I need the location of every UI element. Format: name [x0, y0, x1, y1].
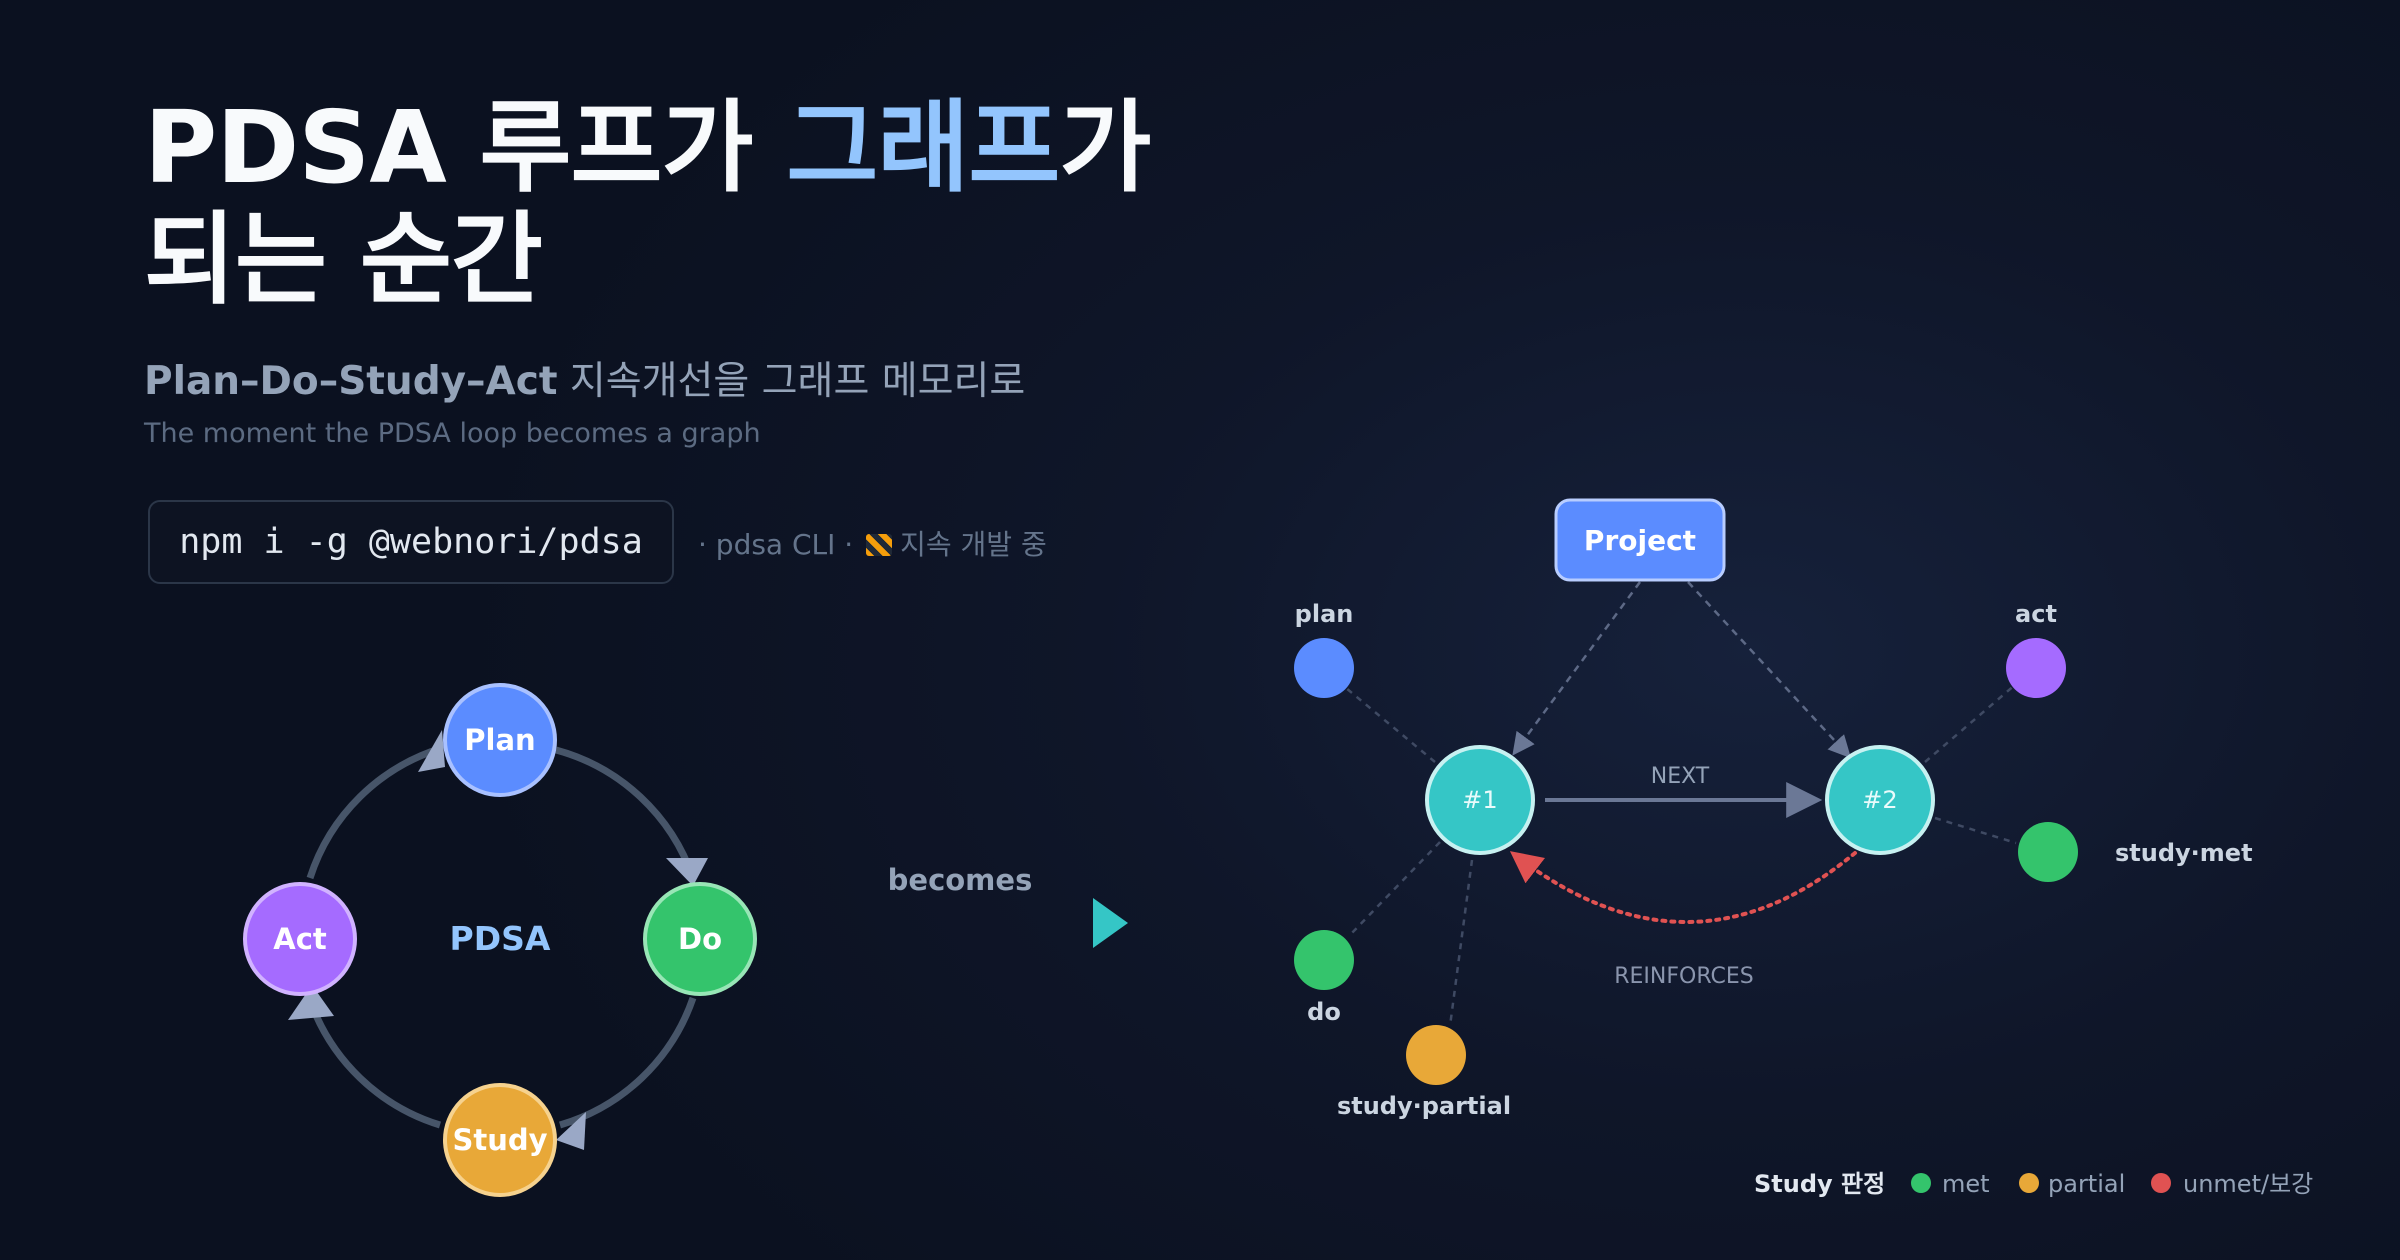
install-note: · pdsa CLI · 지속 개발 중: [698, 523, 1047, 563]
title-highlight: 그래프: [786, 89, 1060, 206]
edge-cycle1-plan: [1345, 687, 1436, 763]
loop-node-do[interactable]: [643, 882, 757, 996]
project-node[interactable]: [1554, 498, 1726, 582]
legend-met-label: met: [1942, 1170, 1990, 1198]
study-met-node[interactable]: [2018, 822, 2078, 882]
title-part2: 가: [1059, 89, 1151, 206]
legend: Study 판정 met partial unmet/보강: [1754, 1170, 2313, 1198]
plan-node-label: plan: [1295, 600, 1354, 628]
install-note-suffix: 지속 개발 중: [900, 528, 1047, 561]
subtitle-en: Plan–Do–Study–Act: [144, 359, 558, 404]
edge-cycle1-do: [1349, 841, 1441, 936]
loop-arc-plan-do: [555, 746, 697, 880]
loop-arc-act-plan: [306, 744, 444, 880]
loop-arrow-act: [288, 985, 334, 1020]
study-met-node-label: study·met: [2115, 839, 2253, 867]
study-partial-node-label: study·partial: [1337, 1092, 1511, 1120]
english-subtitle: The moment the PDSA loop becomes a graph: [144, 418, 761, 449]
plan-node[interactable]: [1294, 638, 1354, 698]
edge-project-cycle2: [1687, 581, 1852, 759]
loop-node-study[interactable]: [443, 1083, 557, 1197]
edge-cycle1-study-partial: [1448, 859, 1474, 1027]
becomes-label: becomes: [888, 863, 1033, 897]
title-part1: PDSA 루프가: [144, 89, 787, 206]
cycle-node-1[interactable]: [1425, 745, 1535, 855]
act-node-label: act: [2015, 600, 2057, 628]
construction-icon: [866, 534, 893, 556]
edge-reinforces: [1509, 851, 1857, 924]
legend-unmet-label: unmet/보강: [2183, 1170, 2313, 1198]
legend-partial-label: partial: [2048, 1170, 2125, 1198]
loop-node-act[interactable]: [243, 882, 357, 996]
install-command-box[interactable]: npm i -g @webnori/pdsa: [148, 500, 674, 584]
subtitle-ko: 지속개선을 그래프 메모리로: [557, 359, 1026, 404]
legend-unmet-dot: [2151, 1173, 2171, 1193]
loop-arrow-plan: [418, 730, 445, 772]
cycle-node-2[interactable]: [1825, 745, 1935, 855]
loop-node-plan[interactable]: [443, 683, 557, 797]
study-partial-node[interactable]: [1406, 1025, 1466, 1085]
edge-project-cycle1: [1512, 581, 1642, 756]
title-line2: 되는 순간: [144, 201, 543, 318]
install-command[interactable]: npm i -g @webnori/pdsa: [179, 522, 643, 562]
cycle-node-1-label: #1: [1462, 786, 1497, 814]
act-node[interactable]: [2006, 638, 2066, 698]
pdsa-graph: NEXT REINFORCES Project #1 #2 plan do st…: [1294, 498, 2253, 1120]
loop-center-label: PDSA: [450, 919, 551, 958]
loop-arrow-study: [556, 1112, 586, 1150]
edge-cycle2-act: [1924, 683, 2017, 763]
do-node-label: do: [1307, 998, 1341, 1026]
project-node-label: Project: [1584, 524, 1696, 557]
pdsa-loop: Plan Do Study Act PDSA: [243, 683, 757, 1197]
page-title: PDSA 루프가 그래프가 되는 순간: [144, 89, 1151, 318]
loop-node-study-label: Study: [452, 1123, 547, 1157]
edge-cycle2-study-met: [1934, 816, 2017, 845]
install-note-prefix: · pdsa CLI ·: [698, 528, 854, 561]
edge-next-label: NEXT: [1651, 764, 1710, 789]
legend-partial-dot: [2019, 1173, 2039, 1193]
loop-arrow-do: [666, 858, 708, 886]
loop-arc-do-study: [559, 996, 697, 1129]
loop-node-plan-label: Plan: [464, 723, 535, 757]
edge-reinforces-label: REINFORCES: [1614, 964, 1754, 989]
legend-title: Study 판정: [1754, 1170, 1885, 1198]
play-arrow-icon: [1093, 898, 1128, 948]
loop-node-do-label: Do: [678, 922, 722, 956]
loop-node-act-label: Act: [273, 922, 327, 956]
subtitle: Plan–Do–Study–Act 지속개선을 그래프 메모리로: [144, 350, 1025, 406]
do-node[interactable]: [1294, 930, 1354, 990]
legend-met-dot: [1911, 1173, 1931, 1193]
loop-arc-study-act: [306, 998, 442, 1129]
cycle-node-2-label: #2: [1862, 786, 1897, 814]
